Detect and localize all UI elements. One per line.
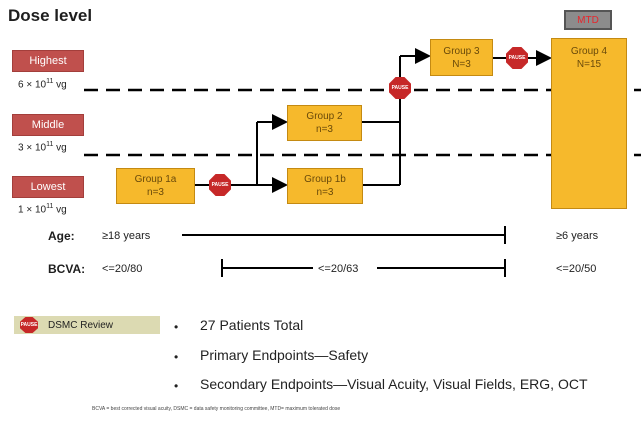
group-3-n: N=3 bbox=[452, 58, 471, 70]
group-1b-n: n=3 bbox=[316, 187, 334, 198]
group-4-n: N=15 bbox=[576, 59, 602, 70]
dose-level-title: Dose level bbox=[8, 6, 93, 25]
bullet-text: Secondary Endpoints—Visual Acuity, Visua… bbox=[200, 376, 588, 392]
pause-sign-icon: PAUSE bbox=[209, 174, 231, 196]
group-1b-box: Group 1b n=3 bbox=[287, 168, 363, 204]
bullet-marker: • bbox=[174, 379, 179, 393]
group-4-name: Group 4 bbox=[570, 46, 608, 57]
bullet-marker: • bbox=[174, 350, 179, 364]
group-2-name: Group 2 bbox=[306, 111, 343, 122]
group-1a-box: Group 1a n=3 bbox=[116, 168, 195, 204]
legend-label: DSMC Review bbox=[48, 319, 114, 331]
age-label: Age: bbox=[48, 229, 75, 243]
dose-value-lowest: 1 × 1011 vg bbox=[18, 203, 67, 216]
group-3-name: Group 3 bbox=[443, 45, 480, 57]
bullet-text: Primary Endpoints—Safety bbox=[200, 347, 369, 363]
group-1a-n: n=3 bbox=[147, 187, 164, 198]
dose-value-middle: 3 × 1011 vg bbox=[18, 141, 67, 154]
bcva-middle-value: <=20/63 bbox=[318, 263, 359, 275]
pause-sign-icon: PAUSE bbox=[506, 47, 528, 69]
bcva-right-value: <=20/50 bbox=[556, 263, 597, 275]
bcva-label: BCVA: bbox=[48, 262, 86, 276]
group-2-box: Group 2 n=3 bbox=[287, 105, 362, 141]
dose-label-lowest: Lowest bbox=[12, 176, 84, 198]
bullet-marker: • bbox=[174, 320, 179, 334]
dose-label-highest: Highest bbox=[12, 50, 84, 72]
age-left-value: ≥18 years bbox=[102, 230, 151, 242]
pause-sign-icon: PAUSE bbox=[389, 77, 411, 99]
pause-sign-icon: PAUSE bbox=[20, 317, 38, 333]
group-3-box: Group 3 N=3 bbox=[430, 39, 493, 76]
dsmc-legend: DSMC Review bbox=[14, 316, 160, 334]
dose-value-highest: 6 × 1011 vg bbox=[18, 78, 67, 91]
group-2-n: n=3 bbox=[316, 124, 333, 135]
footnote: BCVA = best corrected visual acuity, DSM… bbox=[92, 406, 341, 412]
age-right-value: ≥6 years bbox=[556, 230, 599, 242]
dose-label-middle: Middle bbox=[12, 114, 84, 136]
group-1b-name: Group 1b bbox=[304, 174, 346, 185]
mtd-label: MTD bbox=[564, 10, 612, 30]
group-1a-name: Group 1a bbox=[134, 174, 177, 185]
group-4-box: Group 4 N=15 bbox=[551, 38, 627, 209]
bullet-text: 27 Patients Total bbox=[200, 317, 304, 333]
bcva-left-value: <=20/80 bbox=[102, 263, 143, 275]
